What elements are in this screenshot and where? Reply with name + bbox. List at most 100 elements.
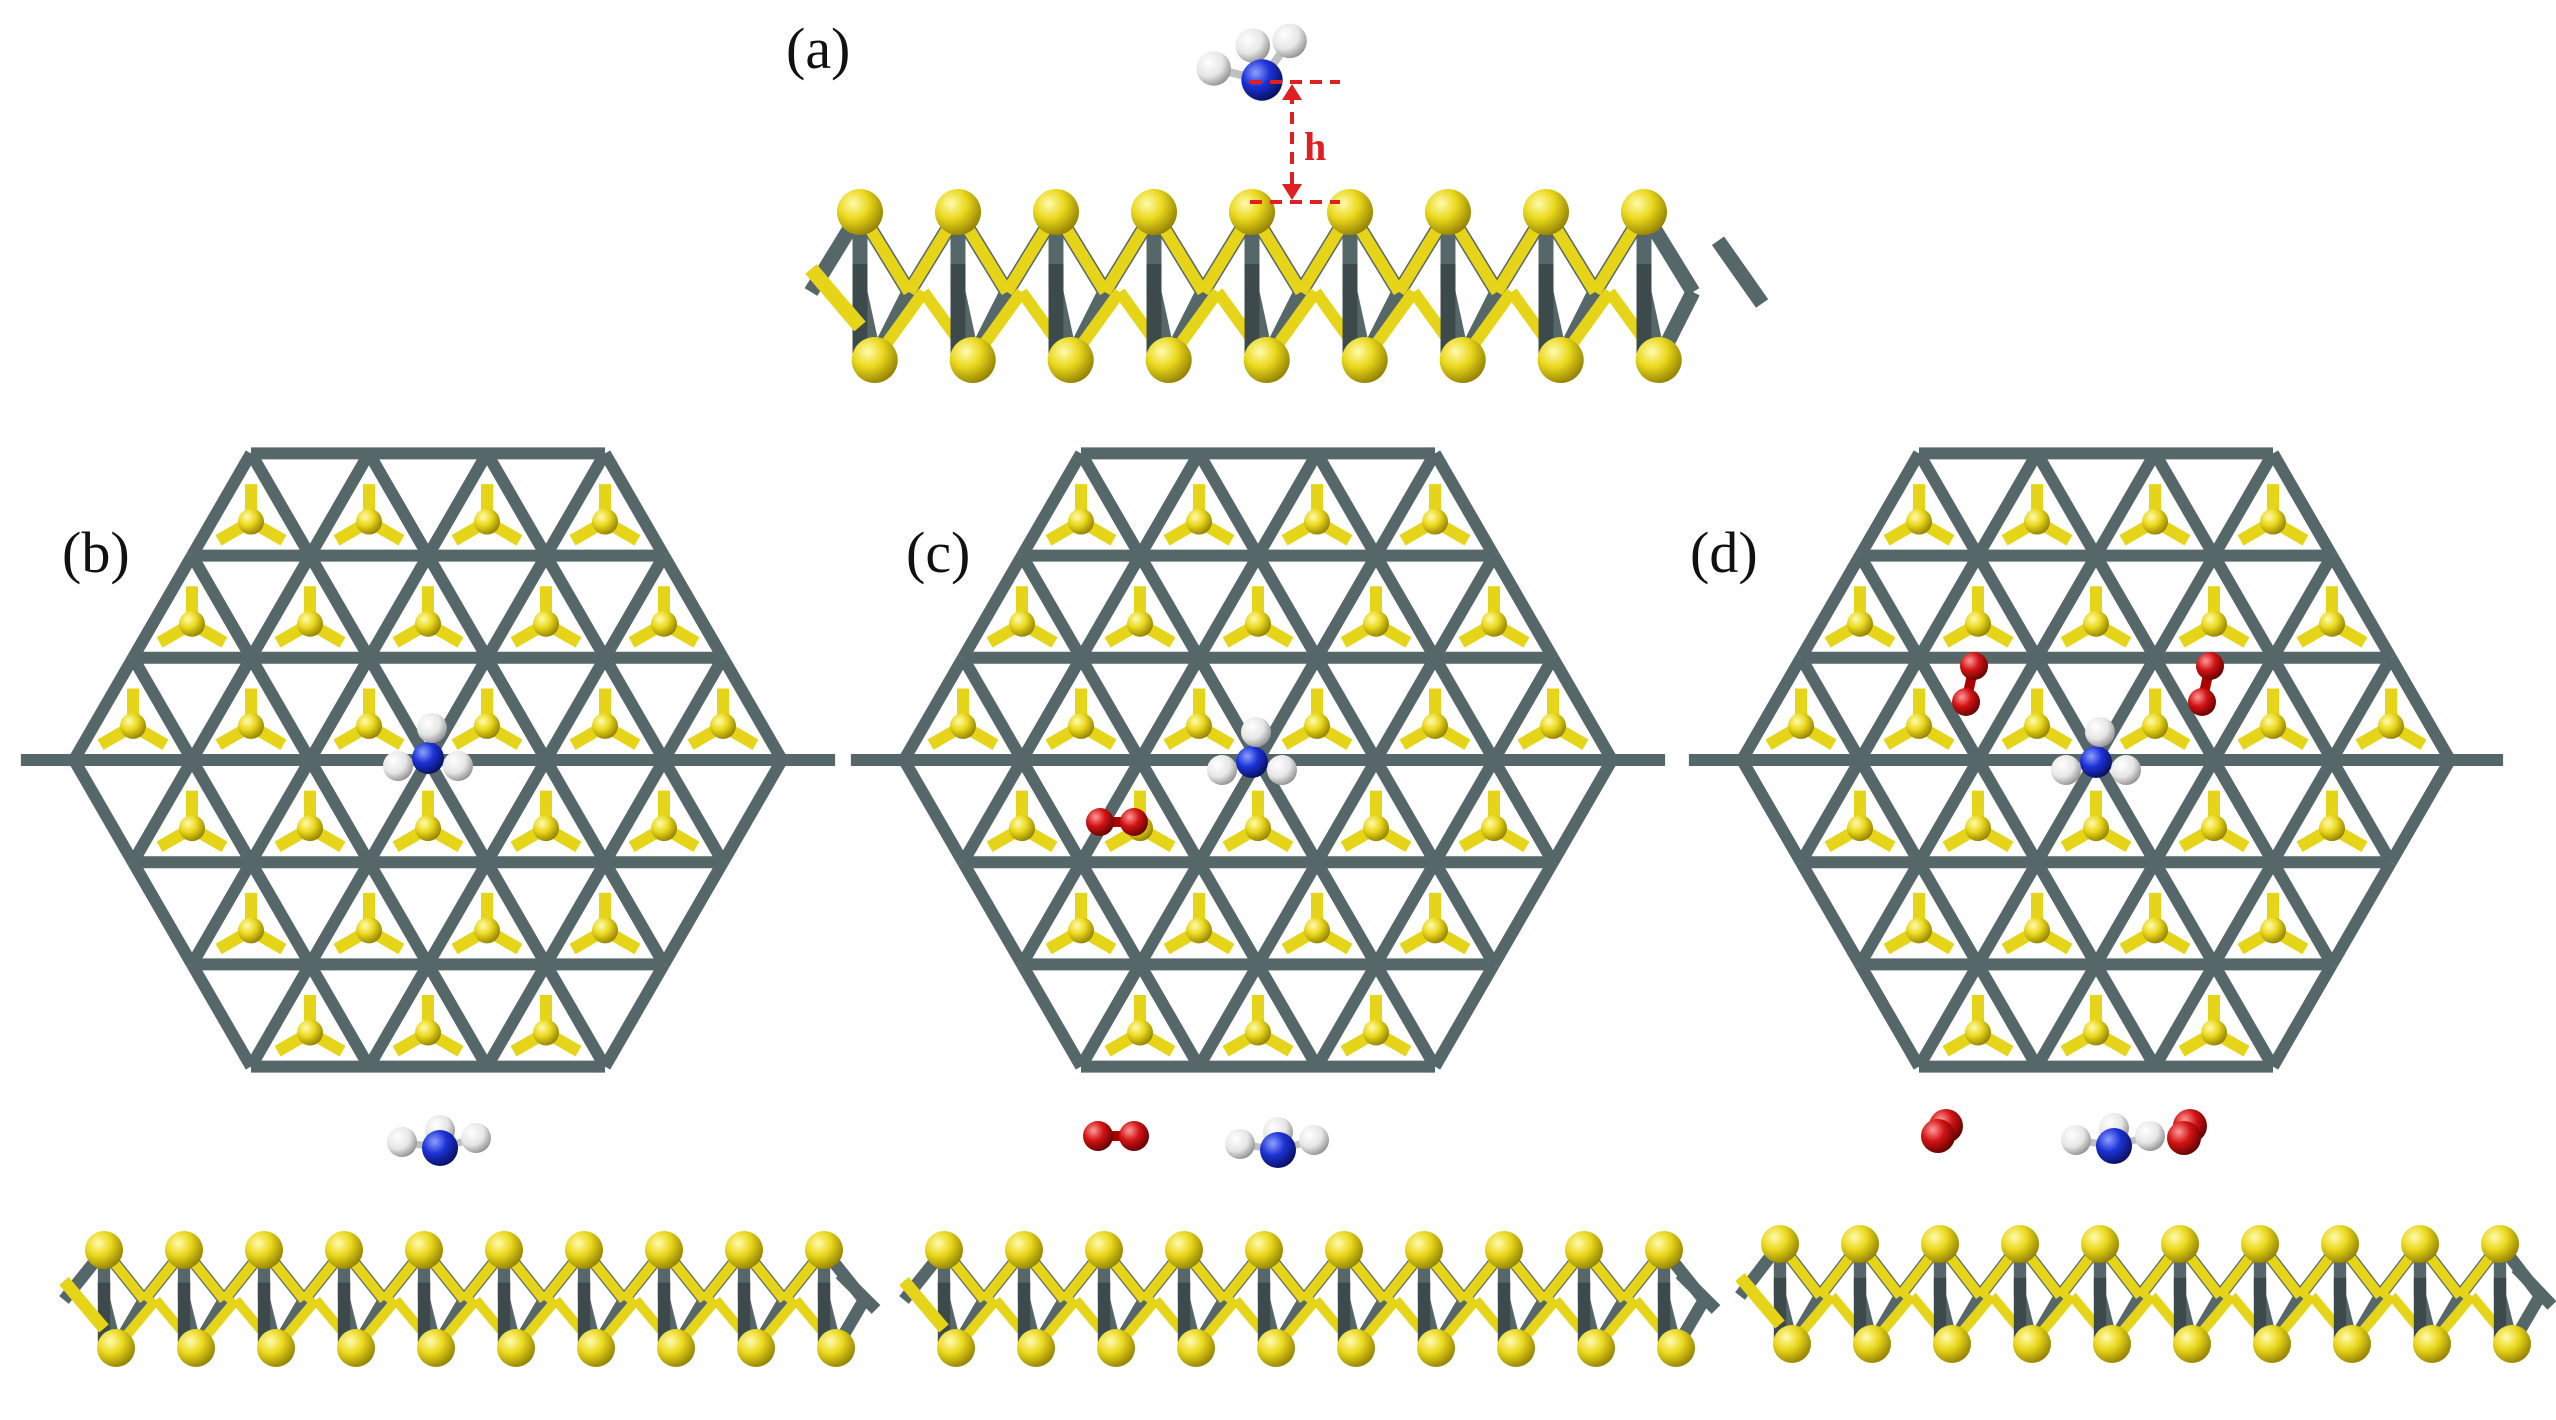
sulfur-atom [935,189,981,235]
sulfur-atom [177,1329,215,1367]
metal-metal-bond [540,654,611,764]
sulfur-atom [257,1329,295,1367]
metal-metal-bond [1134,450,1205,559]
sulfur-atom [1537,337,1584,383]
metal-metal-bond [2267,552,2338,661]
metal-metal-bond [599,654,670,764]
metal-metal-bond [2385,756,2456,866]
sulfur-atom [405,1231,443,1269]
sulfur-atom [1009,815,1035,842]
metal-metal-bond [2031,859,2102,968]
adsorbates-side-c [1083,1117,1329,1168]
hydrogen-atom [2051,755,2081,785]
sulfur-atom [1485,1231,1523,1269]
sulfur-atom [2201,815,2227,842]
sulfur-atom [2013,1325,2051,1363]
sulfur-atom [1965,815,1991,842]
metal-metal-bond [186,450,257,559]
metal-metal-bond [1488,859,1559,968]
sulfur-atom [1145,337,1192,383]
metal-metal-bond [481,654,552,764]
sulfur-atom [577,1329,615,1367]
metal-metal-bond [540,552,611,661]
metal-metal-bond [1016,756,1087,866]
metal-metal-bond [1193,859,1264,968]
nitrogen-atom [1260,1132,1296,1168]
metal-metal-bond [363,654,434,764]
metal-metal-bond [599,756,670,866]
sulfur-atom [592,508,618,535]
panel-a: h [804,23,1769,383]
sulfur-atom [1186,712,1212,739]
metal-metal-bond [1252,450,1323,559]
sulfur-atom [1245,815,1271,842]
metal-metal-bond [363,859,434,968]
sulfur-atom [1577,1329,1615,1367]
metal-metal-bond [422,450,493,559]
oxygen-atom [1960,652,1988,680]
metal-sulfur-bond [1711,236,1769,308]
metal-metal-bond [245,859,316,968]
oxygen-atom [1952,688,1980,716]
sulfur-atom [817,1329,855,1367]
sulfur-atom [1127,1019,1153,1046]
metal-metal-bond [363,450,434,559]
sulfur-atom [1243,337,1290,383]
sulfur-atom [851,337,898,383]
adsorbates-side-d [1921,1109,2207,1164]
sulfur-atom [417,1329,455,1367]
sulfur-atom [592,917,618,944]
sulfur-atom [238,917,264,944]
sulfur-atom [1017,1329,1055,1367]
sulfur-atom [1165,1231,1203,1269]
sulfur-atom [1304,712,1330,739]
metal-metal-bond [481,859,552,968]
sulfur-atom [2142,712,2168,739]
sulfur-atom [1439,337,1486,383]
metal-metal-bond [1016,654,1087,764]
sulfur-atom [565,1231,603,1269]
oxygen-atom [1086,808,1114,836]
metal-metal-bond [1429,859,1500,968]
hydrogen-atom [417,713,447,743]
metal-metal-bond [1311,756,1382,866]
sulfur-atom [1327,189,1373,235]
sulfur-atom [2173,1325,2211,1363]
sulfur-atom [949,337,996,383]
sulfur-atom [925,1231,963,1269]
metal-metal-bond [2326,654,2397,764]
metal-metal-bond [658,654,729,764]
slab-side-c [899,1231,1721,1367]
sulfur-atom [1497,1329,1535,1367]
sulfur-atom [356,508,382,535]
metal-metal-bond [1488,756,1559,866]
metal-metal-bond [2326,859,2397,968]
metal-metal-bond [2031,654,2102,764]
metal-metal-bond [1972,756,2043,866]
hydrogen-atom [1225,1129,1255,1159]
metal-metal-bond [1736,654,1807,764]
metal-metal-bond [599,450,670,559]
height-arrow-head-up [1282,84,1302,100]
sulfur-atom [415,610,441,637]
metal-metal-bond [245,756,316,866]
metal-metal-bond [1016,859,1087,968]
hydrogen-atom [1207,755,1237,785]
metal-metal-bond [1252,654,1323,764]
metal-metal-bond [127,859,198,968]
metal-sulfur-bond [835,1269,881,1314]
metal-metal-bond [2031,552,2102,661]
height-arrow-head-down [1282,184,1302,200]
sulfur-atom [1847,610,1873,637]
sulfur-atom [1422,712,1448,739]
metal-metal-bond [1972,961,2043,1070]
metal-metal-bond [1972,552,2043,661]
metal-metal-bond [2267,756,2338,866]
sulfur-atom [1841,1225,1879,1263]
metal-metal-bond [2090,450,2161,559]
metal-metal-bond [1854,961,1925,1070]
sulfur-atom [1635,337,1682,383]
sulfur-atom [1304,508,1330,535]
sulfur-atom [1422,917,1448,944]
sulfur-atom [415,1019,441,1046]
